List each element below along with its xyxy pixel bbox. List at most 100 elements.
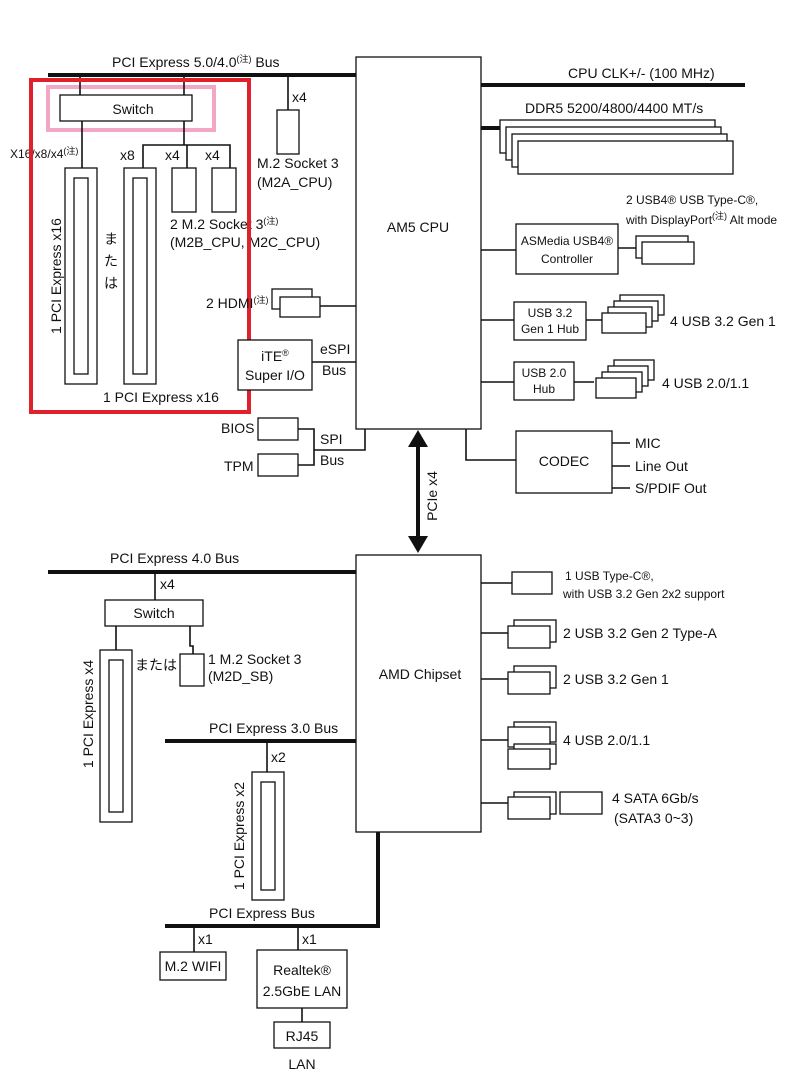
chipset-label: AMD Chipset <box>379 666 462 682</box>
pcie-link-label: PCIe x4 <box>424 471 440 521</box>
mic-label: MIC <box>635 435 661 451</box>
wifi-lanes: x1 <box>198 931 213 947</box>
m2b-lanes: x4 <box>165 147 180 163</box>
cpu-switch-label: Switch <box>112 101 153 117</box>
usb4-port-icons <box>635 235 695 265</box>
usb32-hub-block <box>513 301 587 341</box>
sata-label-2: (SATA3 0~3) <box>614 810 693 826</box>
espi-label-2: Bus <box>322 362 346 378</box>
slot1-label: 1 PCI Express x16 <box>48 218 64 334</box>
m2-wifi-block <box>159 951 227 981</box>
usb32-gen1-label: 4 USB 3.2 Gen 1 <box>670 313 776 329</box>
gen2a-port-icons <box>507 619 557 649</box>
usb32-port-icons <box>601 294 665 334</box>
m2d-label-2: (M2D_SB) <box>208 668 273 684</box>
realtek-label-1: Realtek® <box>273 962 331 978</box>
bios-chip <box>257 417 299 441</box>
pcie-bus-label: PCI Express Bus <box>209 905 315 921</box>
hub20-label-2: Hub <box>533 382 555 396</box>
m2c-socket <box>211 167 237 213</box>
m2c-lanes: x4 <box>205 147 220 163</box>
tpm-label: TPM <box>224 458 254 474</box>
chip-switch-lanes: x4 <box>160 576 175 592</box>
m2d-label-1: 1 M.2 Socket 3 <box>208 651 302 667</box>
mata-wa-2: または <box>135 657 177 673</box>
m2a-socket <box>276 109 300 155</box>
pcie40-bus-label: PCI Express 4.0 Bus <box>110 550 239 566</box>
switch-highlight <box>46 85 216 132</box>
link-arrow-up <box>408 430 428 447</box>
amd-chipset-block <box>355 554 482 833</box>
pcie30-bus-label: PCI Express 3.0 Bus <box>209 720 338 736</box>
chipset-switch-block <box>104 599 204 627</box>
usb20-chip-label: 4 USB 2.0/1.1 <box>563 732 650 748</box>
codec-link <box>465 429 516 461</box>
sata-label-1: 4 SATA 6Gb/s <box>612 790 699 806</box>
rj45-label: RJ45 <box>286 1028 319 1044</box>
typec-label-2: with USB 3.2 Gen 2x2 support <box>562 587 725 601</box>
cpu-bus-label: PCI Express 5.0/4.0(注) Bus <box>112 53 280 70</box>
usb4-line-1: 2 USB4® USB Type-C®, <box>626 193 758 207</box>
pcie-x16-slot-1-inner <box>73 177 89 375</box>
espi-label-1: eSPI <box>320 341 350 357</box>
hdmi-label: 2 HDMI(注) <box>206 294 268 311</box>
slot1-lanes: X16/x8/x4(注) <box>10 145 78 161</box>
cpu-clk-label: CPU CLK+/- (100 MHz) <box>568 65 715 81</box>
spi-bus-left <box>298 428 315 466</box>
m2a-label-2: (M2A_CPU) <box>257 174 332 190</box>
pcie-x4-slot-inner <box>108 659 124 813</box>
cpu-switch-block <box>59 94 193 122</box>
pcie-x16-slot-2-inner <box>132 177 148 375</box>
chipset-switch-label: Switch <box>133 605 174 621</box>
m2bc-label-1: 2 M.2 Socket 3(注) <box>170 215 278 232</box>
am5-cpu-block <box>355 56 482 430</box>
bios-label: BIOS <box>221 420 254 436</box>
slot-x2-label: 1 PCI Express x2 <box>231 782 247 890</box>
usb20-port-icons <box>595 359 655 399</box>
realtek-label-2: 2.5GbE LAN <box>263 983 342 999</box>
codec-block <box>515 430 613 494</box>
spdif-label: S/PDIF Out <box>635 480 707 496</box>
m2bc-label-2: (M2B_CPU, M2C_CPU) <box>170 234 320 250</box>
am5-cpu-label: AM5 CPU <box>387 219 449 235</box>
gen1-port-icons <box>507 665 557 695</box>
mata-wa-1: または <box>104 231 118 291</box>
usb20-chip-port-icons <box>507 721 557 770</box>
slot2-label: 1 PCI Express x16 <box>103 389 219 405</box>
link-arrow-down <box>408 536 428 553</box>
ite-superio-block <box>237 339 313 391</box>
gen1-label: 2 USB 3.2 Gen 1 <box>563 671 669 687</box>
slot-x4-label: 1 PCI Express x4 <box>80 660 96 768</box>
ite-label-2: Super I/O <box>245 367 305 383</box>
m2d-link <box>189 626 194 654</box>
realtek-lan-block <box>256 949 348 1009</box>
tpm-chip <box>257 453 299 477</box>
pcie-slot-highlight <box>29 78 251 414</box>
m2a-lanes: x4 <box>292 89 307 105</box>
gen2a-label: 2 USB 3.2 Gen 2 Type-A <box>563 625 717 641</box>
usb4-line-2: with DisplayPort(注) Alt mode <box>625 210 777 227</box>
rj45-block <box>273 1021 331 1049</box>
hub32-label-2: Gen 1 Hub <box>521 322 579 336</box>
slot2-lanes: x8 <box>120 147 135 163</box>
m2a-label-1: M.2 Socket 3 <box>257 155 339 171</box>
pcie-x2-slot-inner <box>260 781 276 891</box>
spi-label-2: Bus <box>320 452 344 468</box>
lineout-label: Line Out <box>635 458 688 474</box>
ddr5-label: DDR5 5200/4800/4400 MT/s <box>525 100 703 116</box>
lan-label: LAN <box>288 1056 315 1072</box>
dimm-slots <box>499 119 734 175</box>
sata-port-icons <box>507 791 603 820</box>
m2d-socket <box>179 653 205 687</box>
typec-port-icon <box>511 571 553 595</box>
usb20-cpu-label: 4 USB 2.0/1.1 <box>662 375 749 391</box>
usb20-hub-block <box>513 361 575 401</box>
hub32-label-1: USB 3.2 <box>528 306 573 320</box>
hdmi-port-icons <box>271 288 321 318</box>
m2-wifi-label: M.2 WIFI <box>165 958 222 974</box>
ite-label-1: iTE® <box>261 348 289 364</box>
spi-label-1: SPI <box>320 431 343 447</box>
hub20-label-1: USB 2.0 <box>522 366 567 380</box>
